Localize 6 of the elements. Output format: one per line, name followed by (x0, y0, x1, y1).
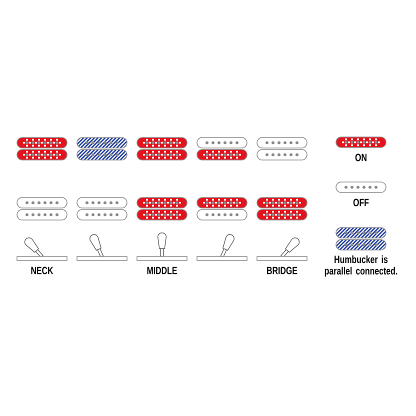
position-label: BRIDGE (267, 266, 298, 274)
legend-label: ON (355, 154, 366, 162)
legend-label: OFF (353, 198, 369, 206)
position-label: MIDDLE (147, 266, 177, 274)
position-label: NECK (31, 266, 54, 274)
legend-label: Humbucker is parallel connected. (324, 255, 398, 277)
